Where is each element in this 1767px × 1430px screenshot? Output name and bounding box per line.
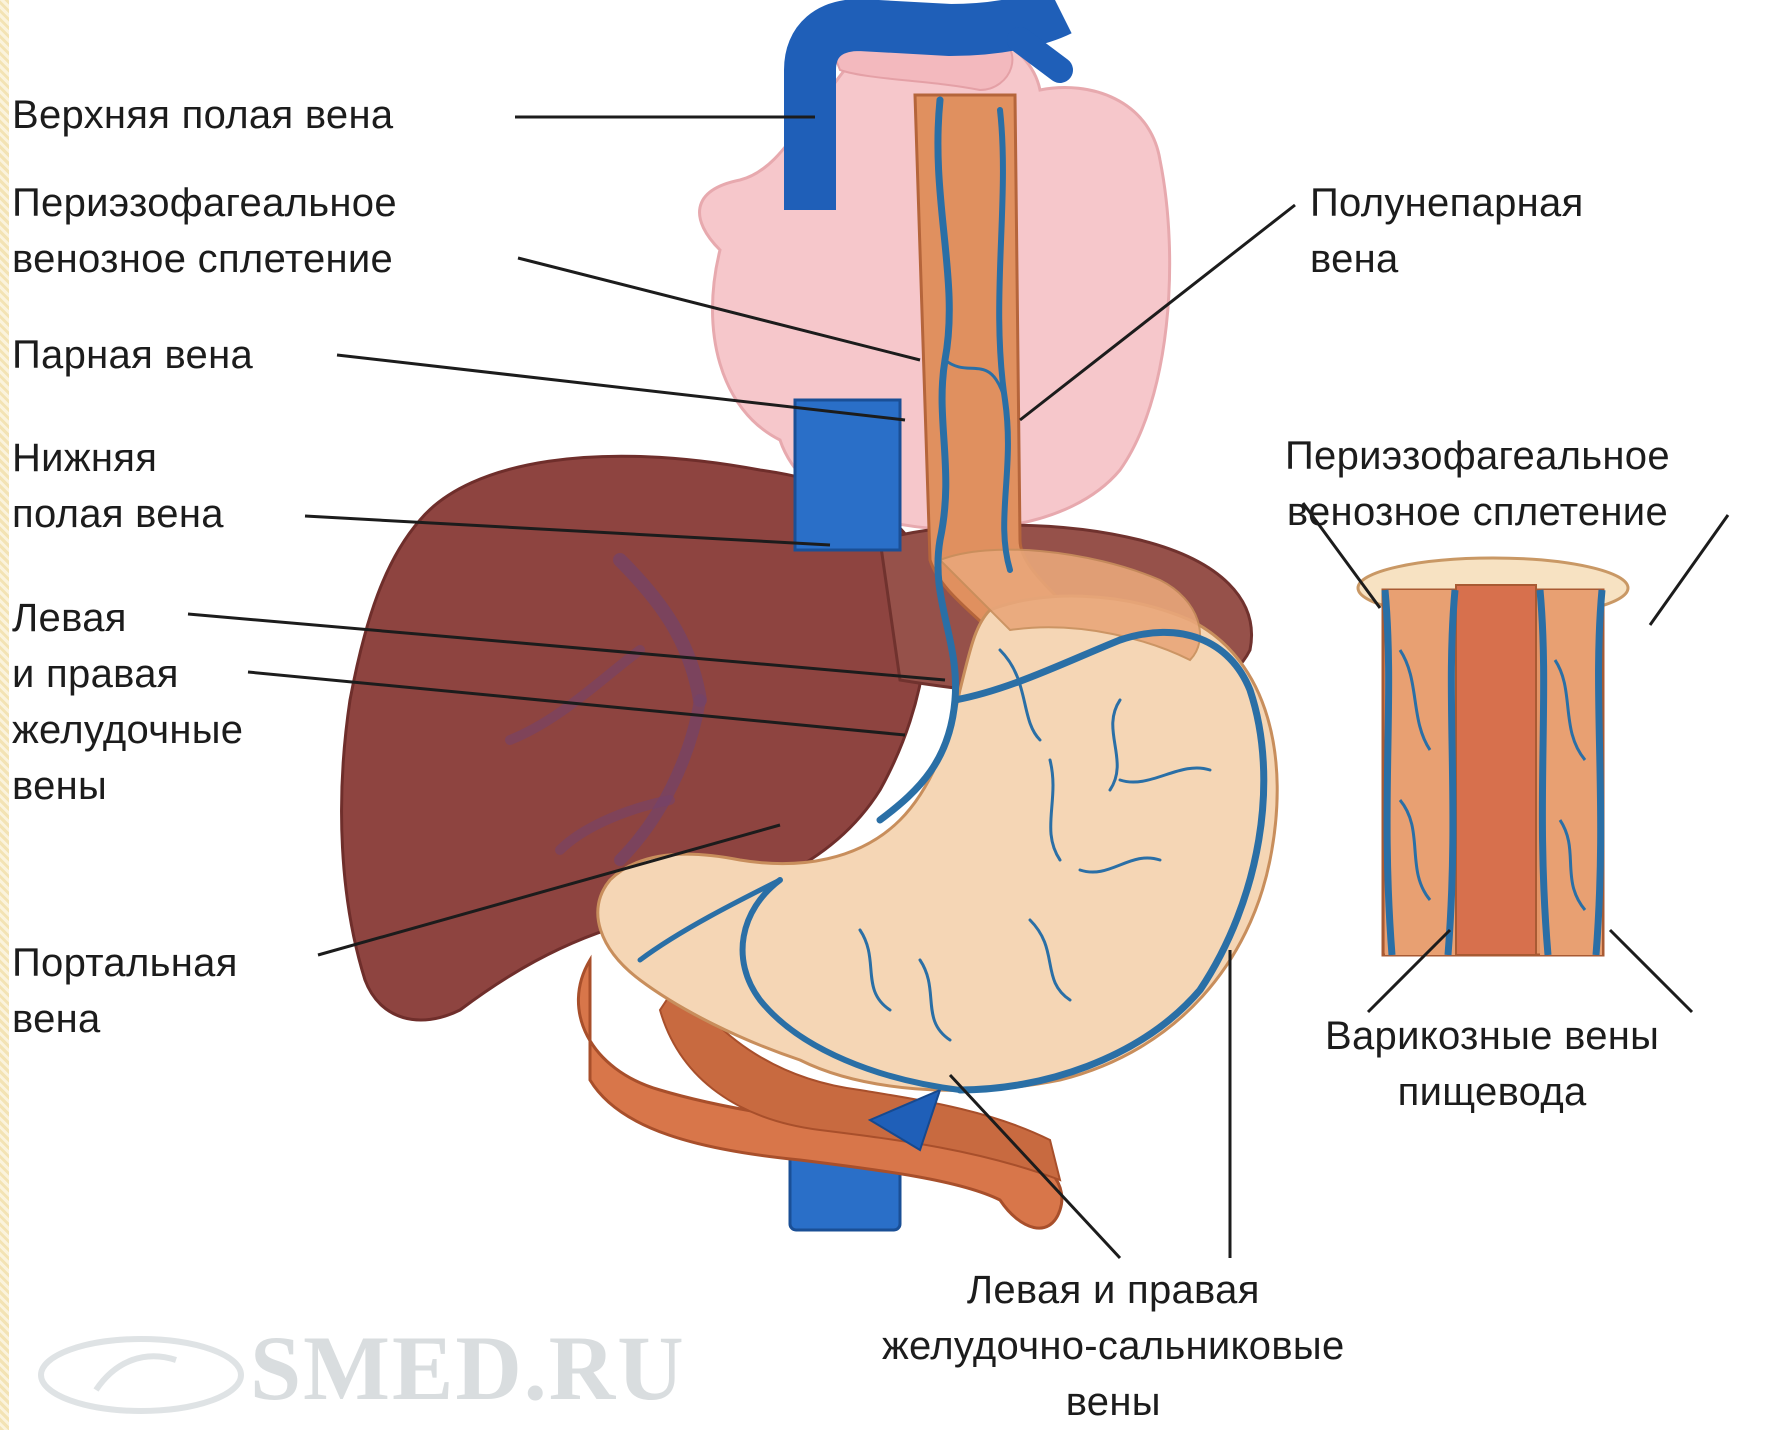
label-gastroepiploic-line-3: вены: [882, 1374, 1345, 1430]
label-portal-vein: Портальная вена: [12, 935, 238, 1047]
label-hemiazygos-vein: Полунепарная вена: [1310, 175, 1584, 287]
label-gastric-line-3: желудочные: [12, 702, 243, 758]
label-inset-plexus-line-2: венозное сплетение: [1285, 484, 1670, 540]
label-inset-periesophageal-plexus: Периэзофагеальное венозное сплетение: [1285, 428, 1670, 540]
label-gastric-veins: Левая и правая желудочные вены: [12, 590, 243, 814]
label-varices-line-1: Варикозные вены: [1325, 1008, 1659, 1064]
label-hemiazygos-line-2: вена: [1310, 231, 1584, 287]
label-gastroepiploic-line-2: желудочно-сальниковые: [882, 1318, 1345, 1374]
label-gastric-line-2: и правая: [12, 646, 243, 702]
label-portal-line-1: Портальная: [12, 935, 238, 991]
label-superior-vena-cava-text: Верхняя полая вена: [12, 87, 393, 143]
label-azygos-vein: Парная вена: [12, 327, 253, 383]
label-gastroepiploic-veins: Левая и правая желудочно-сальниковые вен…: [882, 1262, 1345, 1430]
label-gastric-line-4: вены: [12, 758, 243, 814]
label-periesophageal-line-1: Периэзофагеальное: [12, 175, 397, 231]
label-superior-vena-cava: Верхняя полая вена: [12, 87, 393, 143]
label-gastroepiploic-line-1: Левая и правая: [882, 1262, 1345, 1318]
label-azygos-text: Парная вена: [12, 327, 253, 383]
label-periesophageal-line-2: венозное сплетение: [12, 231, 397, 287]
label-inferior-vena-cava: Нижняя полая вена: [12, 430, 224, 542]
watermark-text: SMED.RU: [250, 1318, 686, 1418]
label-varices-line-2: пищевода: [1325, 1064, 1659, 1120]
label-portal-line-2: вена: [12, 991, 238, 1047]
label-ivc-line-1: Нижняя: [12, 430, 224, 486]
label-esophageal-varices: Варикозные вены пищевода: [1325, 1008, 1659, 1120]
label-inset-plexus-line-1: Периэзофагеальное: [1285, 428, 1670, 484]
label-ivc-line-2: полая вена: [12, 486, 224, 542]
varices-inset: [1358, 558, 1628, 955]
label-periesophageal-plexus: Периэзофагеальное венозное сплетение: [12, 175, 397, 287]
label-gastric-line-1: Левая: [12, 590, 243, 646]
label-hemiazygos-line-1: Полунепарная: [1310, 175, 1584, 231]
